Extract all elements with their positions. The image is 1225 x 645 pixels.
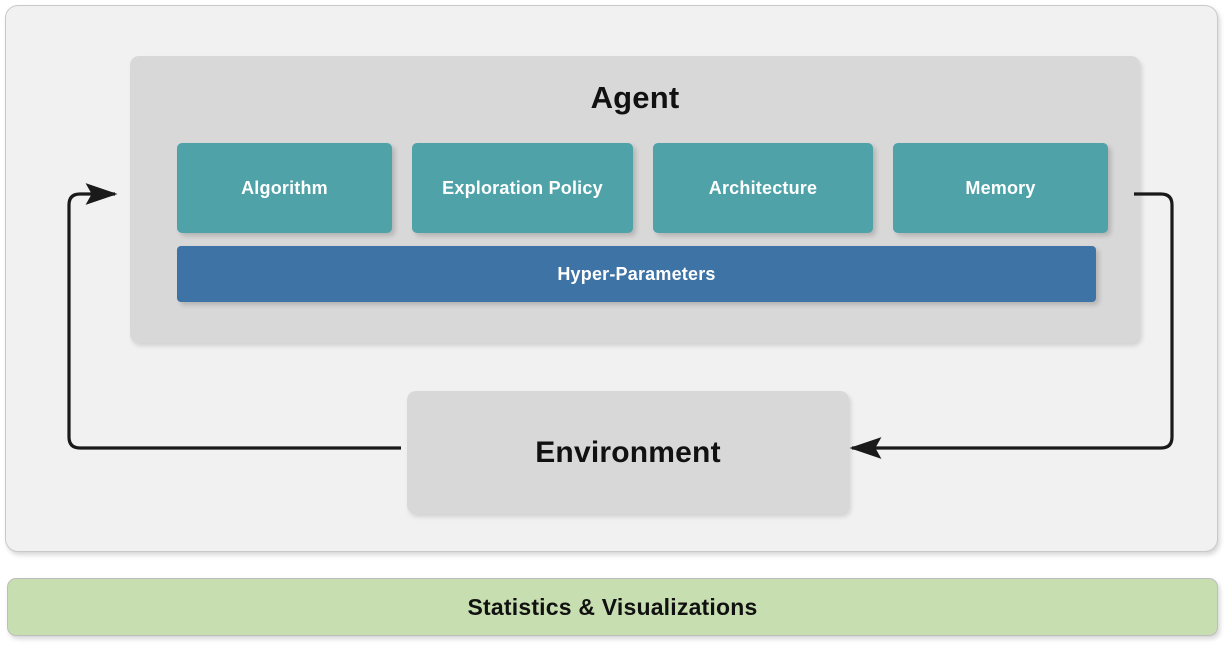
agent-component-algorithm[interactable]: Algorithm bbox=[177, 143, 392, 233]
statistics-visualizations-label: Statistics & Visualizations bbox=[467, 593, 758, 620]
agent-component-exploration-policy-label: Exploration Policy bbox=[442, 177, 603, 198]
agent-panel[interactable]: Agent Algorithm Exploration Policy Archi… bbox=[130, 56, 1140, 343]
environment-box[interactable]: Environment bbox=[407, 391, 849, 514]
system-panel: Agent Algorithm Exploration Policy Archi… bbox=[5, 5, 1218, 552]
hyper-parameters-label: Hyper-Parameters bbox=[557, 263, 716, 284]
agent-component-memory-label: Memory bbox=[965, 177, 1036, 198]
agent-title: Agent bbox=[590, 80, 680, 115]
hyper-parameters-bar[interactable]: Hyper-Parameters bbox=[177, 246, 1096, 302]
agent-component-exploration-policy[interactable]: Exploration Policy bbox=[412, 143, 633, 233]
statistics-visualizations-bar[interactable]: Statistics & Visualizations bbox=[7, 578, 1218, 636]
agent-component-memory[interactable]: Memory bbox=[893, 143, 1108, 233]
agent-component-architecture-label: Architecture bbox=[708, 177, 818, 198]
agent-component-row: Algorithm Exploration Policy Architectur… bbox=[177, 143, 1108, 233]
environment-label: Environment bbox=[535, 435, 721, 469]
agent-component-architecture[interactable]: Architecture bbox=[653, 143, 873, 233]
agent-component-algorithm-label: Algorithm bbox=[241, 177, 328, 198]
